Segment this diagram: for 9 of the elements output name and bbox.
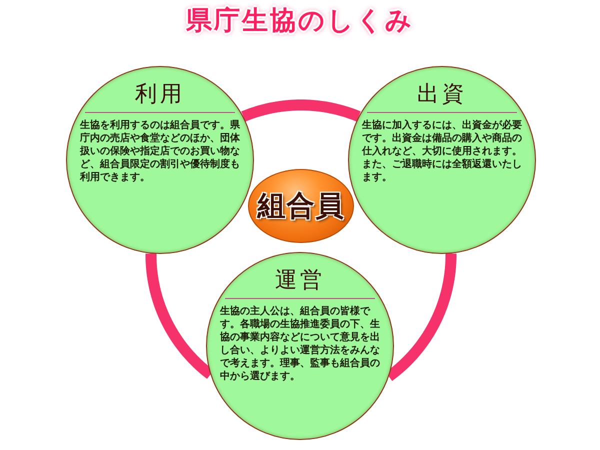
diagram-title: 県庁生協のしくみ (186, 5, 414, 38)
node-heading: 運営 (275, 268, 325, 294)
node-heading: 組合員 (258, 190, 344, 222)
node-heading: 利用 (135, 82, 185, 108)
node-heading: 出資 (417, 82, 467, 108)
node-text: 生協の主人公は、組合員の皆様です。各職場の生協推進委員の下、生協の事業内容などについて意見を出し合い、よりよい運営方法をみんなで考えます。理事、監事も組合員の中から選びます。 (220, 305, 380, 383)
connector-arc (240, 100, 362, 122)
node-text: 生協を利用するのは組合員です。県庁内の売店や食堂などのほか、団体扱いの保険や指定店でのお買い物など、組合員限定の割引や優待制度も利用できます。 (80, 119, 240, 184)
node-text: 生協に加入するには、出資金が必要です。出資金は備品の購入や商品の仕入れなど、大切に使用されます。また、ご退職時には全額返還いたします。 (362, 119, 522, 184)
